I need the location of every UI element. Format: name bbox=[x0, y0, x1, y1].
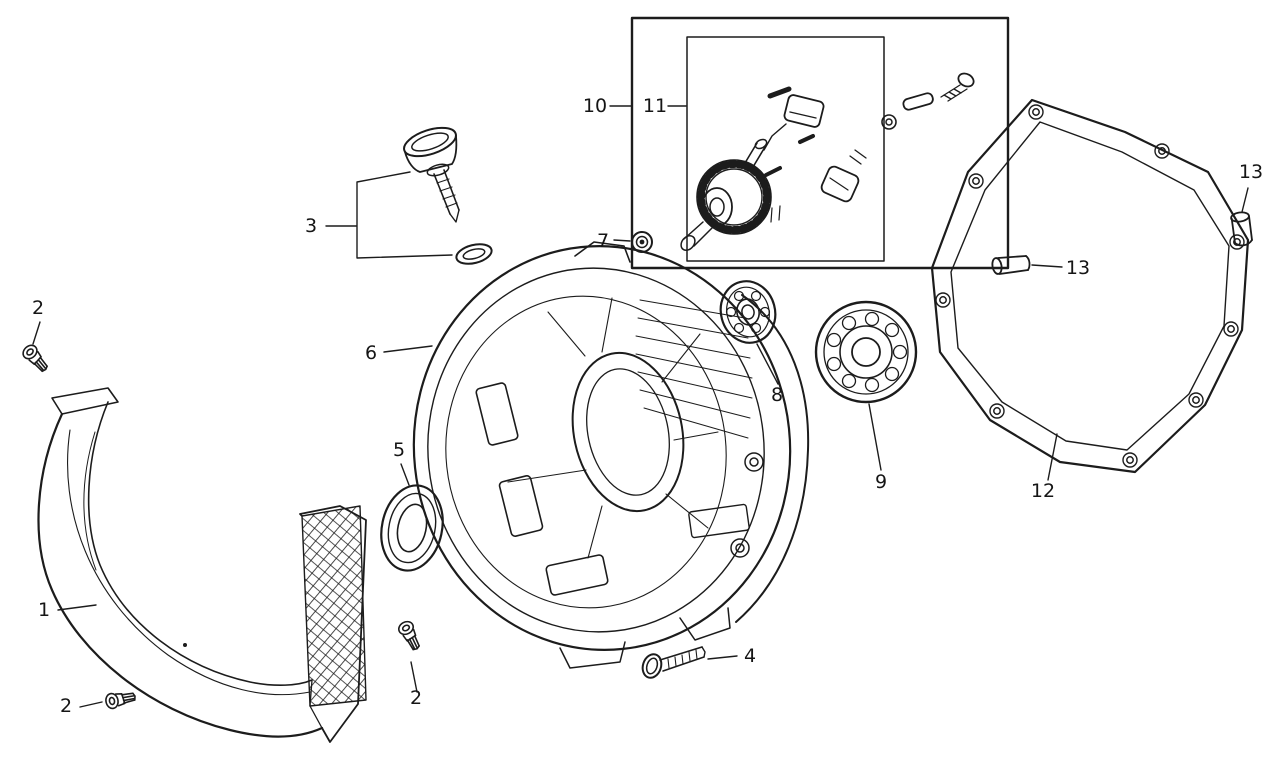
callout-label-10: 10 bbox=[583, 95, 607, 117]
part-crankcase-cover bbox=[412, 241, 810, 669]
callout-labels: 1 2 2 2 3 4 5 6 7 8 9 10 11 12 13 13 bbox=[32, 95, 1263, 717]
callout-label-4: 4 bbox=[744, 645, 756, 667]
leader-13-right bbox=[1241, 187, 1249, 213]
part-governor-assembly bbox=[680, 72, 975, 251]
leader-7 bbox=[613, 239, 631, 242]
part-ball-bearing bbox=[814, 300, 918, 404]
callout-label-13-right: 13 bbox=[1239, 161, 1263, 183]
part-cover-gasket bbox=[930, 98, 1250, 474]
callout-label-12: 12 bbox=[1031, 480, 1055, 502]
leader-9 bbox=[868, 403, 882, 471]
leader-12 bbox=[1047, 433, 1058, 481]
part-dowel-pin-left bbox=[991, 255, 1031, 275]
part-fan-shroud bbox=[37, 387, 367, 743]
part-dowel-pin-right bbox=[1230, 211, 1253, 247]
leader-2-top-left bbox=[32, 321, 41, 345]
part-nut bbox=[631, 231, 653, 253]
part-oil-seal bbox=[380, 484, 444, 572]
callout-label-13-left: 13 bbox=[1066, 257, 1090, 279]
callout-label-8: 8 bbox=[771, 384, 783, 406]
callout-label-2-center: 2 bbox=[410, 687, 422, 709]
callout-label-6: 6 bbox=[365, 342, 377, 364]
callout-label-2-bottom-left: 2 bbox=[60, 695, 72, 717]
leader-6 bbox=[383, 345, 433, 353]
callout-label-5: 5 bbox=[393, 439, 405, 461]
callout-label-1: 1 bbox=[38, 599, 50, 621]
callout-label-7: 7 bbox=[597, 230, 609, 252]
part-flange-bolt bbox=[641, 646, 706, 679]
leader-13-left bbox=[1031, 264, 1063, 268]
callout-label-11: 11 bbox=[643, 95, 667, 117]
callout-label-2-top-left: 2 bbox=[32, 297, 44, 319]
leader-8 bbox=[756, 343, 779, 385]
part-small-bearing bbox=[719, 280, 777, 344]
part-screw-center bbox=[395, 618, 425, 654]
callout-label-9: 9 bbox=[875, 471, 887, 493]
part-screw-bottom-left bbox=[103, 687, 138, 711]
leader-lines bbox=[32, 105, 1249, 708]
leader-5 bbox=[400, 463, 410, 486]
part-screw-top-left bbox=[19, 341, 53, 376]
leader-3-bracket bbox=[325, 171, 453, 259]
callout-label-3: 3 bbox=[305, 215, 317, 237]
leader-2-bottom-left bbox=[79, 701, 103, 708]
leader-1 bbox=[57, 604, 97, 611]
leader-2-center bbox=[410, 661, 418, 693]
leader-4 bbox=[707, 655, 738, 660]
governor-assembly-box bbox=[630, 16, 1010, 270]
part-oil-filler-dipstick bbox=[403, 126, 493, 265]
